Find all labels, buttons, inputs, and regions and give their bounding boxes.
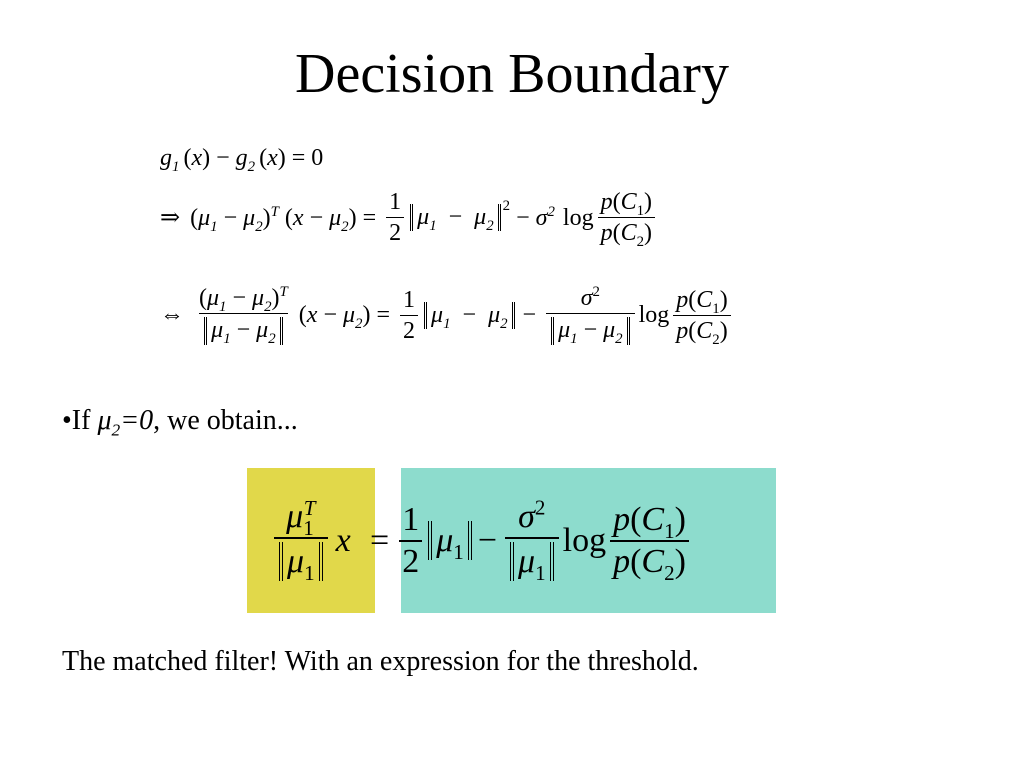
bullet-prefix: •If	[62, 405, 98, 436]
equation-2: ⇒ ( μ1 − μ2 )T ( x − μ2 ) = 1 2 μ1 − μ2 …	[160, 189, 659, 249]
equation-3: ⇔ (μ1−μ2)T μ1−μ2 ( x − μ2 ) = 1 2 μ1 − μ…	[160, 284, 735, 347]
slide-title: Decision Boundary	[295, 43, 729, 105]
final-eq-right: = 1 2 μ1 − σ2 μ1 log p(C1) p(C2)	[370, 478, 693, 603]
eq3-prob-num: p(C1)	[676, 286, 728, 317]
eq3-sigma-num: σ2	[580, 284, 600, 311]
eq3-direction-fraction: (μ1−μ2)T μ1−μ2	[196, 284, 291, 347]
eq3-equals: =	[376, 302, 391, 329]
final-x: x	[335, 521, 351, 559]
eq2-log: log	[562, 204, 594, 231]
final-log: log	[562, 521, 607, 559]
final-prob-num: p(C1)	[613, 500, 686, 543]
eq2-lparen2: (	[284, 204, 293, 231]
final-sigma-den: μ1	[505, 536, 559, 583]
eq3-prob-den: p(C2)	[673, 314, 731, 347]
eq3-lparen: (	[298, 302, 307, 329]
eq2-rparen2: )	[348, 204, 357, 231]
eq2-prob-num: p(C1)	[600, 189, 653, 219]
eq2-minus: −	[223, 204, 238, 231]
eq3-prob-fraction: p(C1) p(C2)	[673, 286, 731, 347]
bullet-eq-zero: =0	[120, 405, 154, 436]
eq2-rparen-T: )T	[262, 203, 279, 231]
eq2-half-fraction: 1 2	[386, 189, 405, 245]
eq1-rparen2: )	[277, 145, 286, 171]
final-half-den: 2	[399, 539, 423, 579]
eq3-dir-num: (μ1−μ2)T	[199, 284, 288, 315]
eq2-sigma-sq: σ2	[535, 203, 555, 231]
eq1-g2: g2	[235, 145, 256, 175]
final-sigma-num: σ2	[518, 495, 546, 535]
final-minus: −	[477, 521, 497, 559]
eq3-mu2: μ2	[343, 302, 363, 333]
eq3-log: log	[638, 302, 670, 329]
bullet-rest: , we obtain...	[153, 405, 298, 436]
eq2-norm: μ1 − μ2	[410, 203, 501, 233]
eq1-lparen: (	[183, 145, 192, 171]
eq3-dir-den: μ1−μ2	[199, 313, 288, 346]
iff-arrow: ⇔	[160, 302, 184, 329]
final-half-fraction: 1 2	[399, 500, 423, 579]
implies-arrow: ⇒	[160, 204, 181, 231]
eq3-sigma-fraction: σ2 μ1−μ2	[546, 284, 635, 346]
eq1-zero: 0	[311, 145, 324, 171]
final-direction-fraction: μ1T μ1	[274, 495, 328, 583]
eq3-x: x	[306, 302, 318, 329]
eq2-minus3: −	[516, 204, 530, 231]
final-dir-den: μ1	[274, 536, 328, 583]
equation-1: g1 ( x ) − g2 ( x ) = 0	[160, 145, 324, 175]
eq3-half-den: 2	[400, 314, 419, 343]
final-prob-den: p(C2)	[610, 539, 689, 583]
bullet-if-mu2-zero: •If μ2=0, we obtain...	[62, 405, 298, 440]
eq1-x: x	[191, 145, 203, 171]
eq3-rparen: )	[362, 302, 371, 329]
eq2-mu2b: μ2	[329, 204, 349, 235]
final-dir-num: μ1T	[286, 495, 316, 540]
eq2-mu2: μ2	[243, 204, 263, 235]
final-half-num: 1	[402, 500, 420, 538]
teal-highlight-box	[401, 468, 776, 613]
final-sigma-fraction: σ2 μ1	[505, 495, 559, 583]
eq3-norm: μ1 − μ2	[424, 301, 515, 331]
yellow-highlight-box	[247, 468, 375, 613]
eq2-minus2: −	[309, 204, 324, 231]
eq3-minus: −	[323, 302, 337, 329]
eq1-minus: −	[216, 145, 230, 171]
eq2-half-den: 2	[386, 217, 405, 245]
eq1-g1: g1	[160, 145, 180, 175]
eq2-prob-fraction: p(C1) p(C2)	[597, 189, 656, 249]
eq1-rparen: )	[202, 145, 211, 171]
final-eq-left: μ1T μ1 x	[270, 478, 351, 603]
eq2-prob-den: p(C2)	[597, 217, 656, 249]
bullet-mu2: μ2	[97, 405, 121, 440]
eq2-half-num: 1	[389, 189, 402, 215]
eq3-half-num: 1	[403, 286, 416, 313]
eq1-x2: x	[267, 145, 278, 171]
footer-text: The matched filter! With an expression f…	[62, 646, 699, 677]
eq3-minus2: −	[522, 302, 537, 329]
eq1-equals: =	[291, 145, 306, 171]
eq2-lparen: (	[190, 204, 199, 231]
final-prob-fraction: p(C1) p(C2)	[610, 500, 689, 583]
eq1-lparen2: (	[259, 145, 268, 171]
eq2-mu1: μ1	[198, 204, 218, 235]
eq2-x: x	[292, 204, 304, 231]
final-norm: μ1	[428, 520, 472, 562]
final-equals: =	[370, 521, 390, 559]
eq2-equals: =	[362, 204, 377, 231]
eq3-sigma-den: μ1−μ2	[546, 313, 635, 346]
eq3-half-fraction: 1 2	[400, 286, 419, 343]
